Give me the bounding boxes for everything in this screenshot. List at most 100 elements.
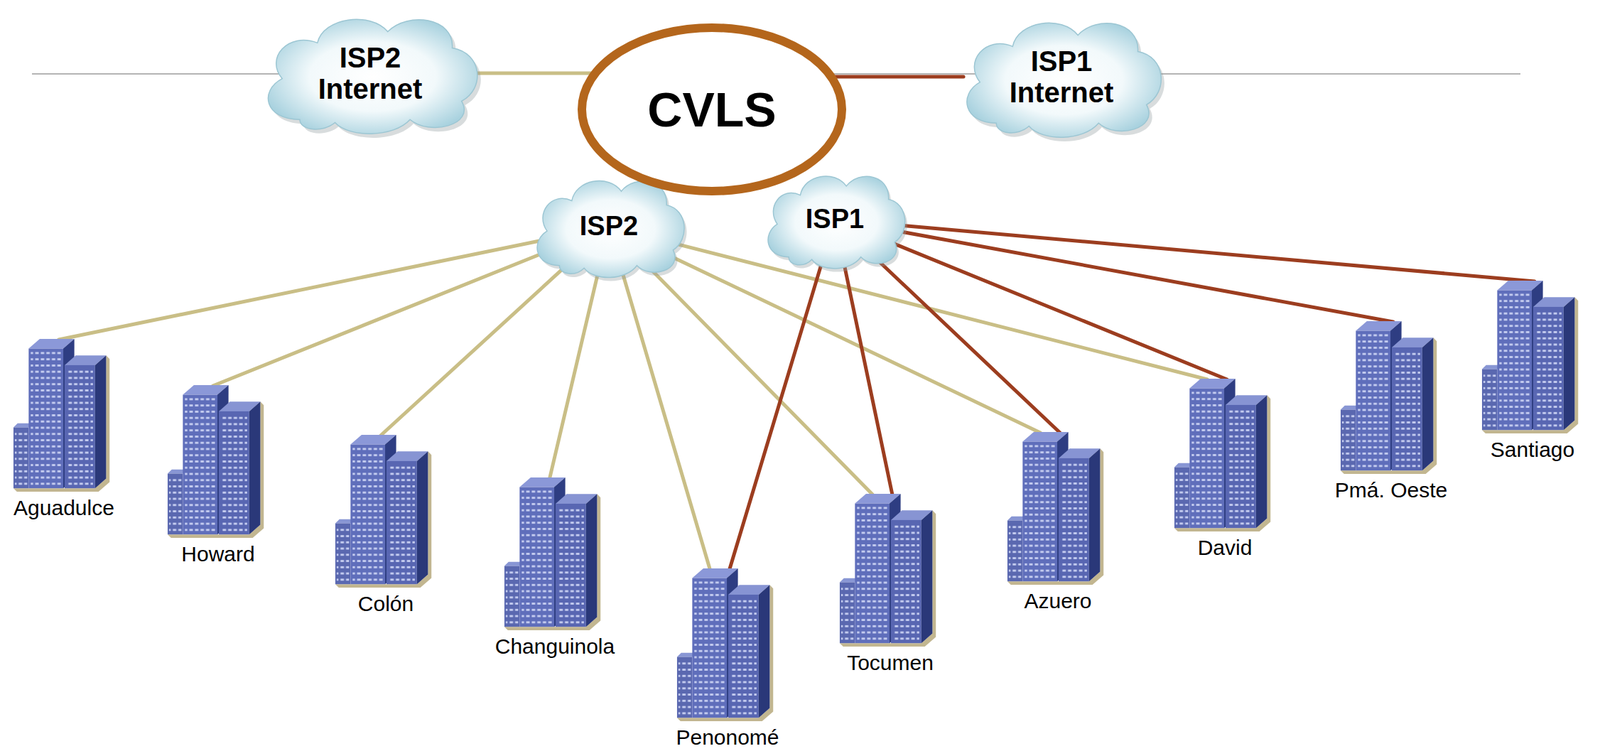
block-windows	[184, 397, 216, 532]
link-line	[872, 255, 1061, 433]
cloud-body	[966, 22, 1161, 138]
link-line	[476, 71, 593, 76]
building-icon	[1173, 376, 1277, 533]
block-front	[854, 503, 890, 644]
block-side	[249, 401, 261, 535]
network-label: CVLS	[647, 83, 776, 137]
block-windows	[220, 414, 248, 532]
block-front	[1022, 441, 1058, 582]
site-label: Pmá. Oeste	[1334, 478, 1448, 504]
block-front	[1225, 404, 1257, 528]
site-label: Tocumen	[846, 650, 934, 676]
block-side	[921, 510, 933, 643]
block-front	[1174, 467, 1190, 529]
block-front	[555, 503, 587, 627]
block-front	[1058, 458, 1090, 582]
ellipse-ring	[581, 27, 842, 192]
site-label: Colón	[358, 591, 414, 617]
cloud-body	[267, 19, 477, 134]
building-node: Howard	[166, 382, 270, 567]
block-windows	[1483, 371, 1497, 427]
site-label: Penonomé	[675, 725, 779, 751]
link-line	[549, 271, 599, 479]
block-windows	[388, 463, 415, 582]
block-windows	[505, 568, 519, 624]
link-line	[903, 225, 1535, 282]
network-label: ISP1 Internet	[993, 45, 1129, 108]
block-windows	[678, 659, 692, 715]
building-node: Tocumen	[838, 491, 943, 676]
block-front	[28, 348, 64, 489]
building-node: Penonomé	[675, 566, 780, 751]
block-windows	[557, 506, 585, 624]
building-icon	[675, 566, 780, 723]
site-label: Changuinola	[495, 634, 615, 660]
building-node: Aguadulce	[12, 336, 116, 521]
block-front	[677, 657, 693, 719]
block-front	[1533, 306, 1564, 430]
building-icon	[166, 382, 270, 540]
building-icon	[1480, 278, 1585, 435]
block-front	[335, 523, 351, 585]
block-windows	[30, 350, 62, 486]
building-node: Pmá. Oeste	[1334, 319, 1448, 504]
block-front	[350, 444, 386, 585]
block-windows	[1060, 461, 1088, 579]
block-windows	[169, 476, 182, 532]
block-side	[586, 493, 598, 627]
block-front	[1007, 520, 1023, 582]
block-windows	[1227, 407, 1254, 526]
block-windows	[1357, 333, 1389, 468]
block-windows	[730, 597, 757, 715]
block-front	[1340, 409, 1356, 472]
building-node: Changuinola	[495, 475, 615, 660]
block-front	[1482, 369, 1497, 431]
block-windows	[1535, 309, 1562, 427]
cloud-body	[768, 175, 906, 268]
block-windows	[352, 446, 383, 582]
block-windows	[336, 525, 350, 582]
link-line	[834, 75, 964, 79]
link-line	[380, 264, 569, 436]
block-side	[1563, 296, 1576, 430]
site-label: David	[1197, 535, 1253, 561]
block-front	[839, 582, 855, 644]
building-icon	[12, 336, 116, 494]
block-front	[1496, 290, 1532, 431]
block-side	[1256, 395, 1268, 528]
site-label: Santiago	[1490, 437, 1575, 463]
block-windows	[856, 505, 888, 641]
link-line	[844, 262, 893, 495]
building-node: Azuero	[1006, 429, 1110, 614]
block-windows	[14, 429, 28, 486]
link-line	[729, 261, 823, 570]
block-windows	[841, 584, 854, 641]
block-front	[386, 461, 418, 585]
building-node: Santiago	[1480, 278, 1585, 463]
building-icon	[838, 491, 943, 648]
block-windows	[1499, 292, 1530, 427]
block-windows	[1008, 522, 1022, 579]
block-side	[417, 451, 429, 585]
hub-ellipse: CVLS	[576, 22, 847, 197]
block-windows	[1024, 444, 1056, 579]
network-label: ISP2	[579, 211, 639, 242]
block-windows	[1393, 350, 1421, 468]
link-line	[213, 251, 548, 386]
cloud-node: ISP2 Internet	[252, 7, 488, 140]
block-front	[692, 578, 727, 719]
block-front	[519, 487, 555, 628]
block-windows	[893, 522, 920, 641]
link-line	[58, 240, 539, 340]
block-front	[890, 520, 922, 643]
block-front	[1355, 331, 1391, 472]
building-icon	[1339, 319, 1443, 476]
building-node: David	[1173, 376, 1277, 561]
block-windows	[1175, 469, 1189, 526]
block-windows	[1191, 390, 1223, 526]
block-front	[504, 566, 520, 628]
network-label: ISP1	[805, 204, 864, 235]
block-side	[95, 355, 107, 489]
block-side	[758, 584, 771, 718]
